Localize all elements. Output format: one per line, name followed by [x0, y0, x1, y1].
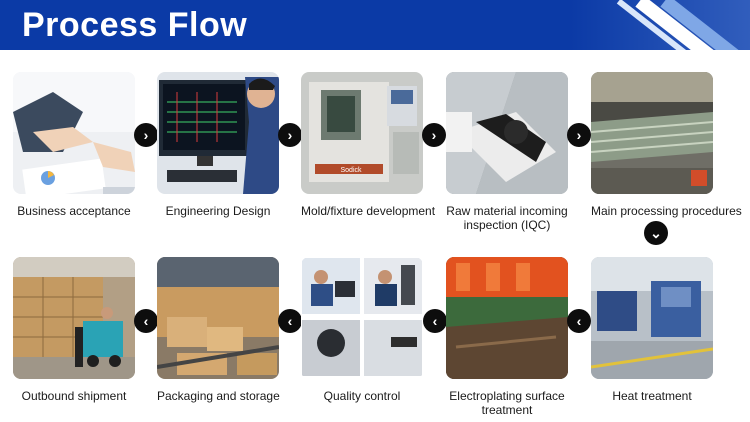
- svg-text:Sodick: Sodick: [340, 167, 362, 174]
- step-electroplating: Electroplating surface treatment: [446, 257, 568, 417]
- step-label: Heat treatment: [612, 389, 692, 403]
- page-title: Process Flow: [22, 6, 248, 44]
- step-quality-control: Quality control: [301, 257, 423, 403]
- step-label: Packaging and storage: [157, 389, 280, 403]
- step-outbound-shipment: Outbound shipment: [13, 257, 135, 403]
- arrow-right-icon: ›: [567, 123, 591, 147]
- step-heat-treatment: Heat treatment: [591, 257, 713, 403]
- arrow-right-icon: ›: [422, 123, 446, 147]
- step-label: Engineering Design: [165, 204, 271, 218]
- arrow-left-icon: ‹: [423, 309, 447, 333]
- business-acceptance-photo: [13, 72, 135, 194]
- outbound-shipment-photo: [13, 257, 135, 379]
- step-label: Raw material incoming inspection (IQC): [446, 204, 568, 232]
- step-label: Mold/fixture development: [301, 204, 436, 218]
- step-label: Quality control: [323, 389, 401, 403]
- header-banner: Process Flow: [0, 0, 750, 50]
- step-label: Outbound shipment: [21, 389, 127, 403]
- step-raw-material-inspection: Raw material incoming inspection (IQC): [446, 72, 568, 232]
- step-label: Main processing procedures: [591, 204, 742, 218]
- mold-fixture-development-photo: Sodick: [301, 72, 423, 194]
- packaging-storage-photo: [157, 257, 279, 379]
- arrow-left-icon: ‹: [278, 309, 302, 333]
- step-engineering-design: Engineering Design: [157, 72, 279, 218]
- arrow-right-icon: ›: [278, 123, 302, 147]
- step-label: Business acceptance: [17, 204, 131, 218]
- arrow-down-icon: ⌄: [644, 221, 668, 245]
- arrow-left-icon: ‹: [567, 309, 591, 333]
- step-label: Electroplating surface treatment: [449, 389, 565, 417]
- step-mold-fixture-development: Sodick Mold/fixture development: [301, 72, 436, 218]
- raw-material-inspection-photo: [446, 72, 568, 194]
- arrow-right-icon: ›: [134, 123, 158, 147]
- arrow-left-icon: ‹: [134, 309, 158, 333]
- step-business-acceptance: Business acceptance: [13, 72, 135, 218]
- engineering-design-photo: [157, 72, 279, 194]
- main-processing-photo: [591, 72, 713, 194]
- step-packaging-storage: Packaging and storage: [157, 257, 280, 403]
- heat-treatment-photo: [591, 257, 713, 379]
- step-main-processing: Main processing procedures: [591, 72, 742, 218]
- quality-control-photo: [301, 257, 423, 379]
- electroplating-photo: [446, 257, 568, 379]
